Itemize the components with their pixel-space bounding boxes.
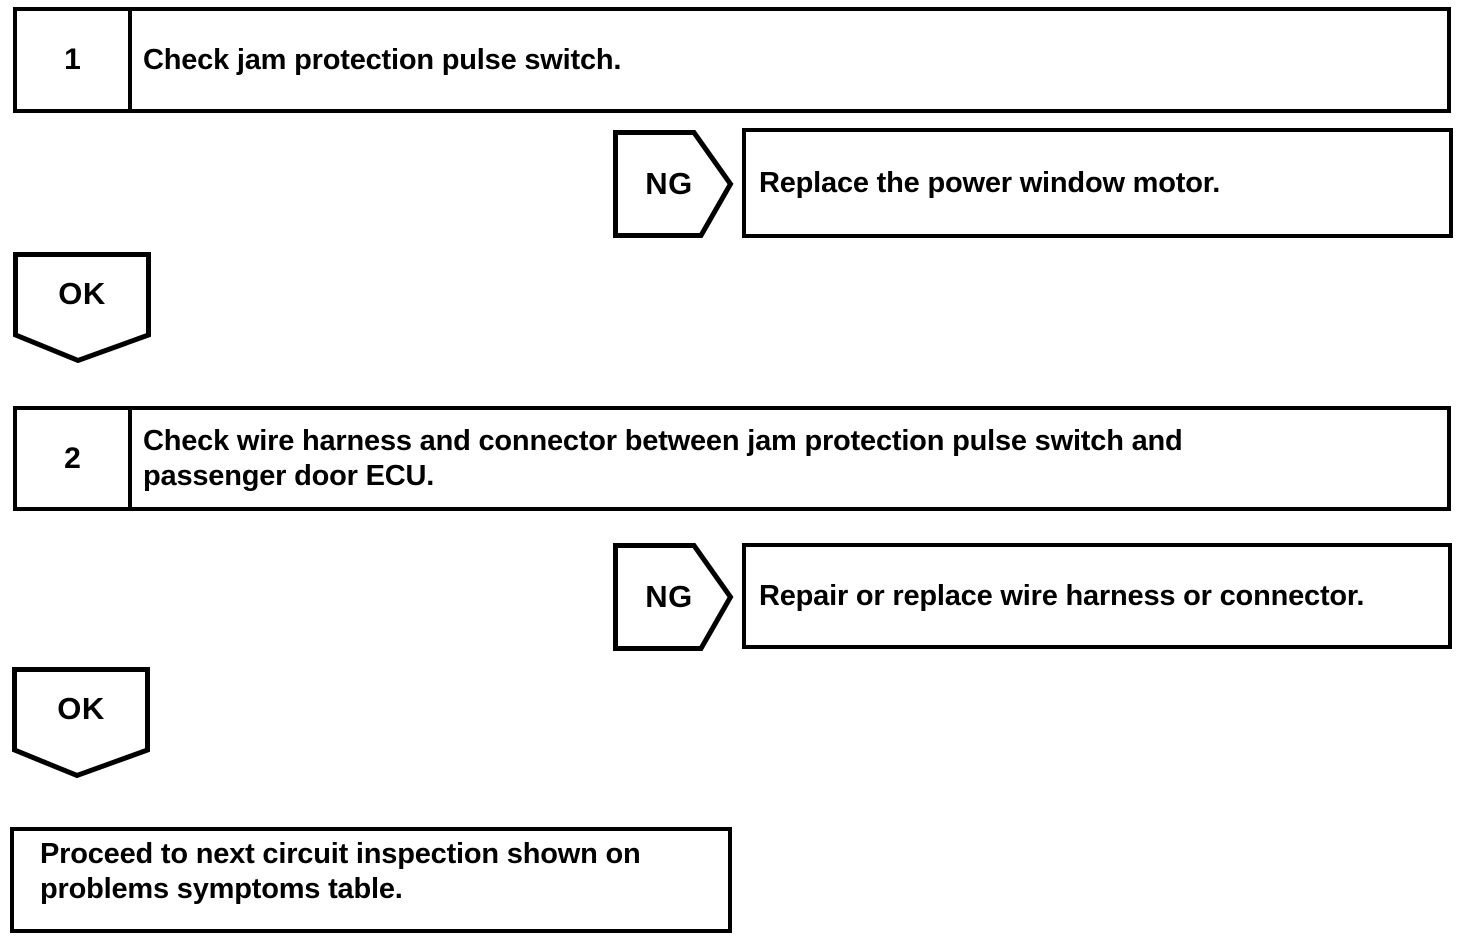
ng-pentagon-icon [613, 130, 734, 238]
ng-arrow-2: NG [613, 543, 735, 651]
step-2-label: Check wire harness and connector between… [132, 410, 1447, 507]
step-2-box: 2 Check wire harness and connector betwe… [13, 406, 1451, 511]
ng-arrow-1-label: NG [645, 166, 693, 201]
result-1-box: Replace the power window motor. [742, 128, 1453, 238]
result-2-label: Repair or replace wire harness or connec… [759, 579, 1365, 612]
ng-pentagon-icon [613, 543, 734, 651]
terminal-label-line-1: Proceed to next circuit inspection shown… [40, 838, 641, 870]
step-2-number: 2 [17, 410, 132, 507]
step-2-label-line-2: passenger door ECU. [143, 459, 435, 492]
terminal-box: Proceed to next circuit inspection shown… [10, 827, 732, 933]
ng-arrow-1: NG [613, 130, 735, 238]
step-1-number: 1 [17, 11, 132, 109]
ng-arrow-2-label: NG [645, 579, 693, 614]
step-1-label: Check jam protection pulse switch. [132, 11, 1447, 109]
step-2-label-line-1: Check wire harness and connector between… [143, 424, 1183, 457]
step-1-label-line: Check jam protection pulse switch. [143, 43, 622, 76]
ok-arrow-1: OK [13, 252, 151, 365]
ok-arrow-1-label: OK [58, 275, 106, 311]
ok-arrow-2-label: OK [57, 690, 105, 726]
ok-pentagon-icon [13, 252, 151, 364]
step-1-box: 1 Check jam protection pulse switch. [13, 7, 1451, 113]
result-1-label: Replace the power window motor. [759, 166, 1221, 199]
terminal-label-line-2: problems symptoms table. [40, 873, 403, 905]
result-2-box: Repair or replace wire harness or connec… [742, 543, 1452, 649]
ok-pentagon-icon [12, 667, 150, 779]
ok-arrow-2: OK [12, 667, 150, 780]
